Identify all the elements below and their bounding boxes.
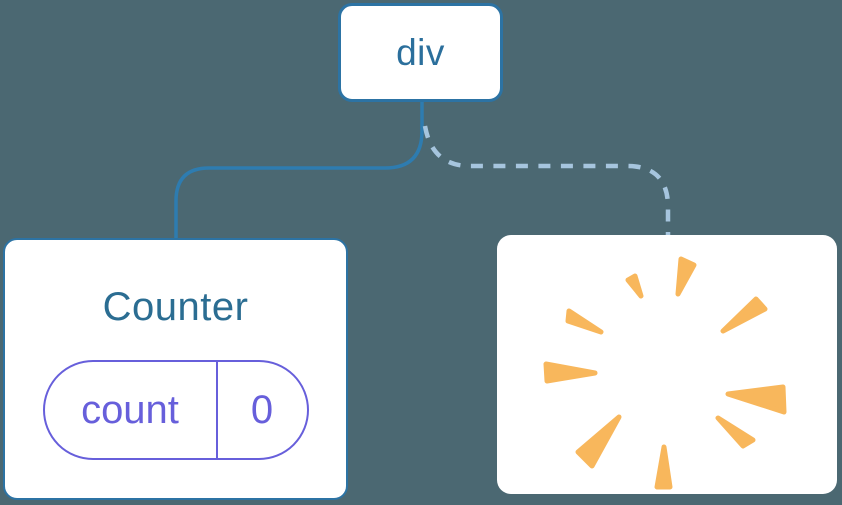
node-removed bbox=[497, 235, 837, 494]
node-counter: Counter count 0 bbox=[3, 238, 348, 500]
counter-title: Counter bbox=[102, 285, 249, 329]
node-div-label: div bbox=[396, 31, 445, 73]
state-value: 0 bbox=[250, 387, 274, 432]
connector-solid-div-to-counter bbox=[174, 101, 424, 239]
state-key: count bbox=[45, 362, 218, 458]
poof-burst-icon bbox=[543, 256, 787, 490]
node-div: div bbox=[338, 3, 503, 102]
state-pill: count 0 bbox=[42, 360, 309, 460]
connector-dashed-div-to-removed bbox=[422, 125, 671, 237]
